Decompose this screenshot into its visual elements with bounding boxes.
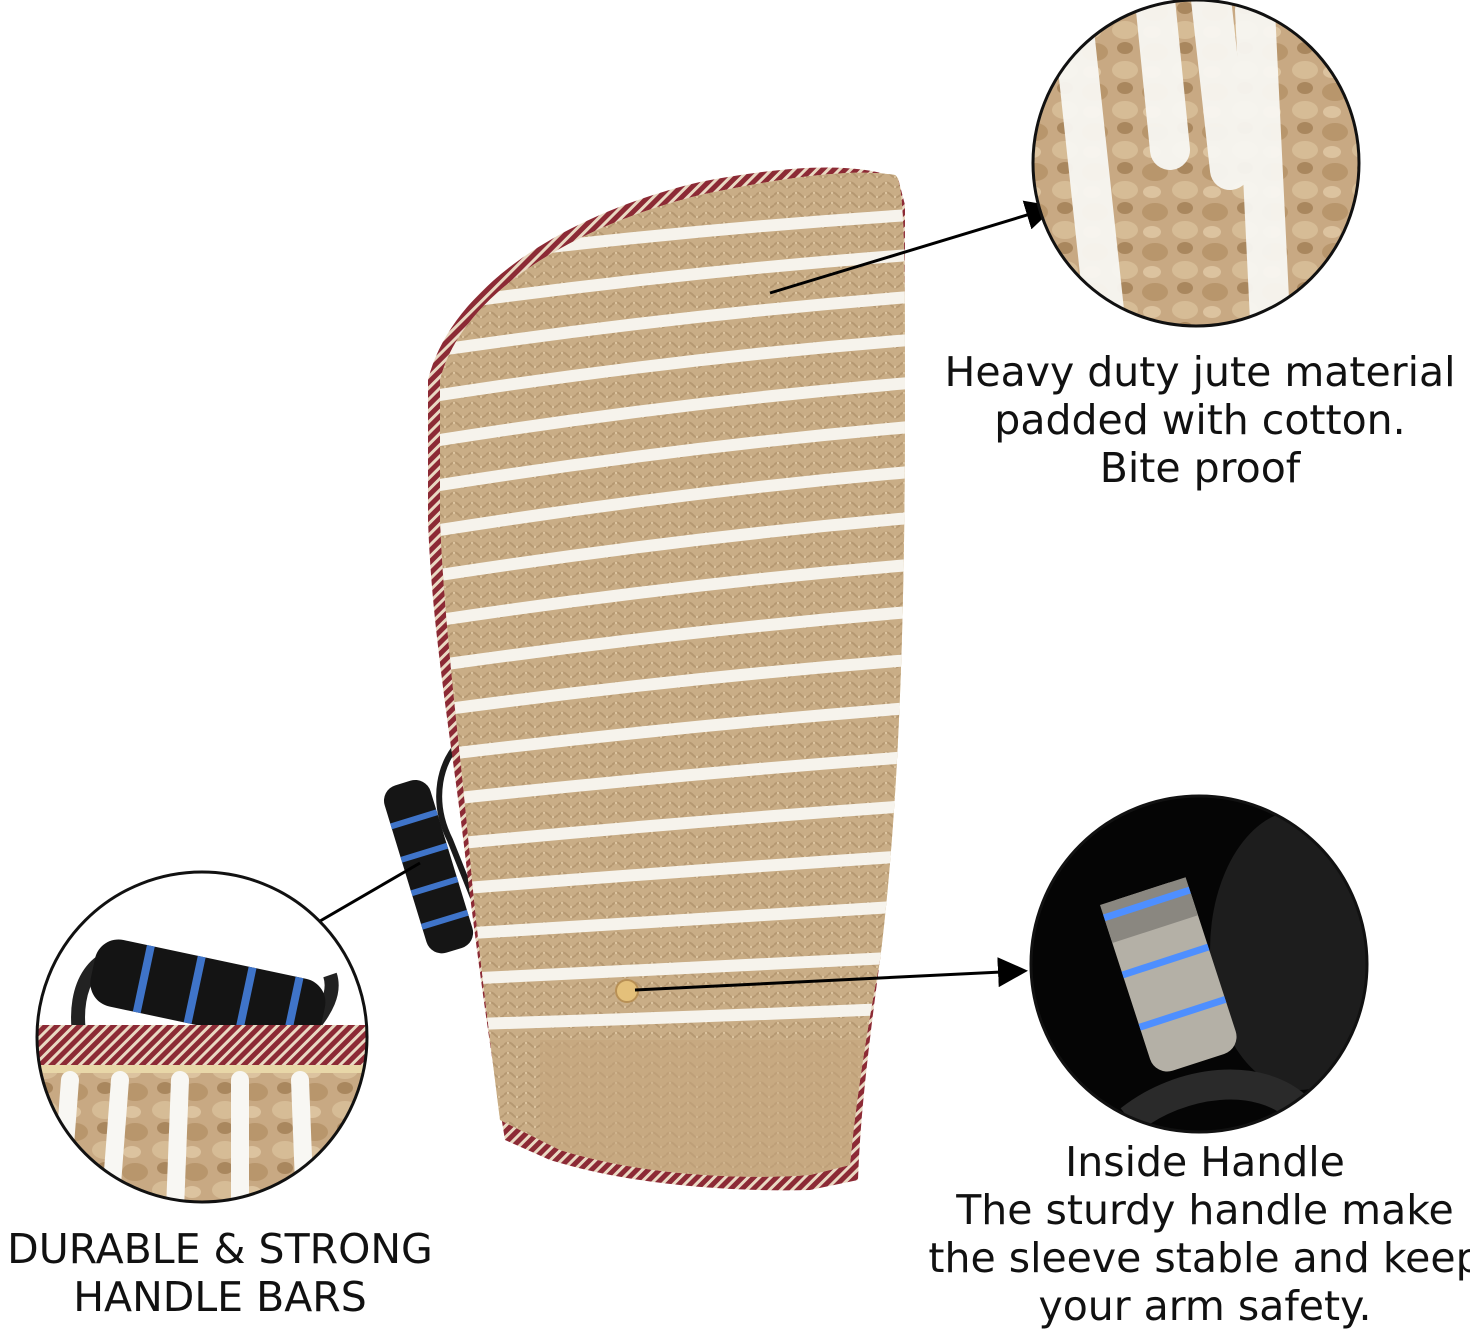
caption-inside-handle-line1: Inside Handle	[1065, 1138, 1345, 1186]
caption-handle-bars-line2: HANDLE BARS	[73, 1273, 367, 1321]
caption-handle-bars-line1: DURABLE & STRONG	[7, 1225, 433, 1273]
caption-handle-bars: DURABLE & STRONG HANDLE BARS	[0, 1225, 540, 1321]
sleeve-handle	[383, 737, 503, 967]
caption-inside-handle: Inside Handle The sturdy handle make the…	[880, 1138, 1470, 1330]
caption-material: Heavy duty jute material padded with cot…	[910, 348, 1470, 492]
caption-material-line1: Heavy duty jute material	[944, 348, 1456, 396]
zoom-inside-handle	[1029, 794, 1369, 1134]
rivet	[615, 979, 639, 1003]
caption-material-line2: padded with cotton.	[994, 396, 1406, 444]
caption-inside-handle-line2: The sturdy handle make	[956, 1186, 1454, 1234]
zoom-handle-bars	[35, 870, 369, 1204]
caption-material-line3: Bite proof	[1099, 444, 1301, 492]
caption-inside-handle-line3: the sleeve stable and keep	[928, 1234, 1470, 1282]
zoom-jute-texture	[1031, 0, 1361, 328]
caption-inside-handle-line4: your arm safety.	[1038, 1282, 1372, 1330]
bite-sleeve	[428, 167, 905, 1191]
